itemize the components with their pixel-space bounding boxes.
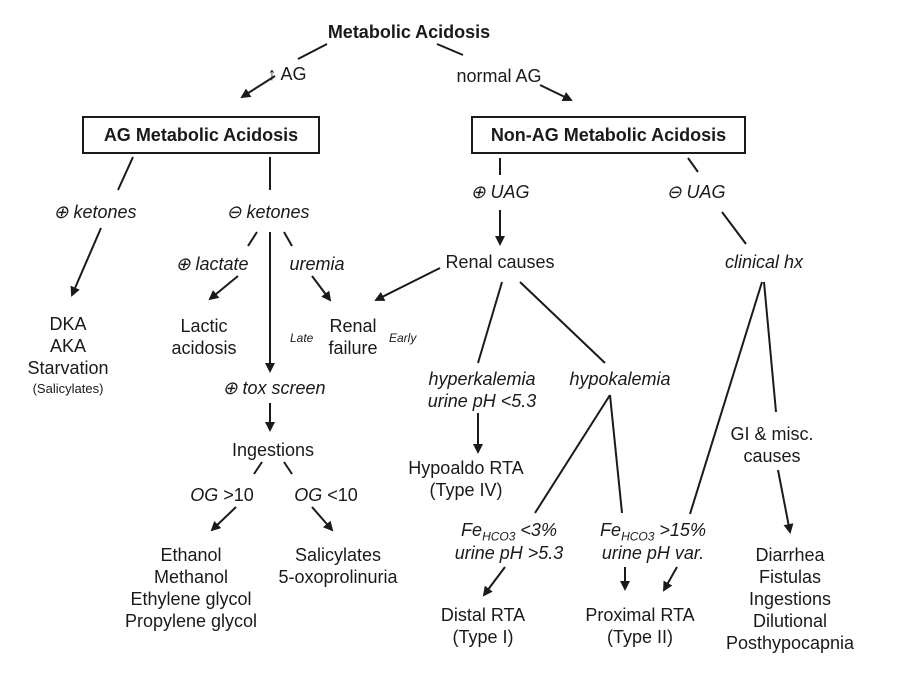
edge-renal-causes-to-hypokalemia xyxy=(519,281,606,364)
non-ag-acidosis-box: Non-AG Metabolic Acidosis xyxy=(471,116,746,154)
edge-nonag-to-neg-uag xyxy=(687,157,699,173)
renal-failure: Renal failure xyxy=(328,316,378,358)
edge-title-to-ag xyxy=(297,43,328,60)
edge-hypokalemia-to-proximal-path xyxy=(609,394,623,514)
edge-ag-to-pos-ketones xyxy=(117,156,134,191)
fe-low-ph: urine pH >5.3 xyxy=(454,543,564,563)
fe-high-ph: urine pH var. xyxy=(601,543,705,563)
late-label: Late xyxy=(290,331,314,345)
neg-ketones-label: ⊖ ketones xyxy=(226,202,310,222)
proximal-rta: Proximal RTA (Type II) xyxy=(585,605,695,647)
distal-rta: Distal RTA (Type I) xyxy=(440,605,526,647)
edge-title-to-nonag-arrow xyxy=(539,84,573,102)
hypoaldo-rta: Hypoaldo RTA (Type IV) xyxy=(408,458,524,500)
edge-fe-low-to-distal xyxy=(482,566,506,597)
renal-causes-node: Renal causes xyxy=(445,252,555,272)
pos-lactate-label: ⊕ lactate xyxy=(175,254,249,274)
toxic-alcohols-list: Ethanol Methanol Ethylene glycol Propyle… xyxy=(124,545,258,631)
edge-neg-ketones-to-lactate xyxy=(247,231,258,247)
edge-label-normal-ag: normal AG xyxy=(456,66,542,86)
edge-title-to-nonag xyxy=(436,43,464,56)
edge-clinical-to-gi xyxy=(763,281,777,413)
edge-renal-causes-to-hyperkalemia xyxy=(477,281,503,364)
edge-lactate-to-lactic xyxy=(208,275,239,301)
fe-low-criteria: FeHCO3 <3% xyxy=(461,520,557,544)
edge-hypokalemia-to-distal-path xyxy=(534,394,611,514)
fe-high-criteria: FeHCO3 >15% xyxy=(600,520,706,544)
tox-screen-label: ⊕ tox screen xyxy=(222,378,326,398)
ingestions-node: Ingestions xyxy=(231,440,315,460)
edge-neg-uag-to-clinical xyxy=(721,211,747,245)
neg-uag-label: ⊖ UAG xyxy=(666,182,726,202)
edge-uremia-to-renal xyxy=(311,275,332,302)
ag-acidosis-box: AG Metabolic Acidosis xyxy=(82,116,320,154)
og-low-label: OG <10 xyxy=(294,485,358,505)
hyperkalemia-node: hyperkalemia urine pH <5.3 xyxy=(427,369,537,411)
salicylates-list: Salicylates 5-oxoprolinuria xyxy=(278,545,398,587)
salicylates-note: (Salicylates) xyxy=(32,381,104,396)
edge-clinical-to-fe-high xyxy=(689,281,763,515)
uremia-label: uremia xyxy=(289,254,345,274)
edge-title-to-ag-arrow xyxy=(240,75,276,99)
ketone-causes-list: DKA AKA Starvation xyxy=(27,314,109,378)
clinical-hx-node: clinical hx xyxy=(724,252,804,272)
edge-label-up-ag: ↑ AG xyxy=(267,64,307,84)
edge-ingestions-to-og-low xyxy=(283,461,293,475)
edge-og-low-to-salicylates xyxy=(311,506,334,532)
edge-fe-high-to-proximal-right xyxy=(663,566,678,592)
gi-misc-causes: GI & misc. causes xyxy=(730,424,814,466)
gi-causes-list: Diarrhea Fistulas Ingestions Dilutional … xyxy=(725,545,855,653)
edge-pos-ketones-to-dka xyxy=(70,227,102,297)
edge-neg-ketones-to-uremia xyxy=(283,231,293,247)
edge-gi-to-diarrhea xyxy=(777,469,794,534)
og-high-label: OG >10 xyxy=(190,485,254,505)
early-label: Early xyxy=(389,331,417,345)
lactic-acidosis: Lactic acidosis xyxy=(171,316,237,358)
diagram-title: Metabolic Acidosis xyxy=(327,22,491,42)
edge-renal-causes-to-renal-failure xyxy=(374,267,441,301)
pos-ketones-label: ⊕ ketones xyxy=(53,202,137,222)
pos-uag-label: ⊕ UAG xyxy=(470,182,530,202)
edge-ingestions-to-og-high xyxy=(253,461,263,475)
edge-og-high-to-ethanol xyxy=(210,506,237,532)
hypokalemia-node: hypokalemia xyxy=(569,369,671,389)
